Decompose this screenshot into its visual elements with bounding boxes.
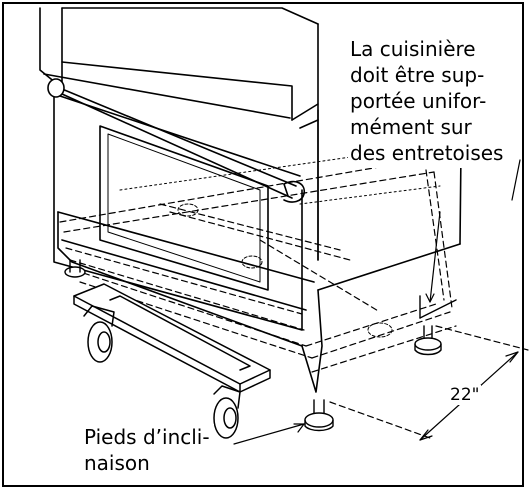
spacer-support-caption: La cuisinière doit être sup- portée unif…: [348, 34, 508, 168]
caption-line: naison: [84, 451, 150, 475]
depth-dimension-label: 22": [448, 385, 482, 405]
range-upper-body: [39, 7, 319, 261]
caption-line: portée unifor-: [350, 89, 487, 113]
caption-line: La cuisinière: [350, 37, 476, 61]
caster-dolly: [73, 283, 271, 439]
spacer-blocks: [177, 203, 393, 338]
caption-line: des entretoises: [350, 141, 504, 165]
range-side: [317, 109, 457, 319]
leader-lines: [233, 159, 521, 445]
caption-line: doit être sup-: [350, 63, 485, 87]
spacer-platform: [59, 159, 457, 373]
door-handle: [47, 78, 306, 203]
leveling-feet: [64, 259, 442, 432]
oven-door: [53, 93, 303, 331]
leveling-feet-caption: Pieds d’incli- naison: [84, 424, 214, 476]
range-base: [57, 55, 463, 393]
caption-line: Pieds d’incli-: [84, 425, 210, 449]
caption-line: mément sur: [350, 115, 472, 139]
